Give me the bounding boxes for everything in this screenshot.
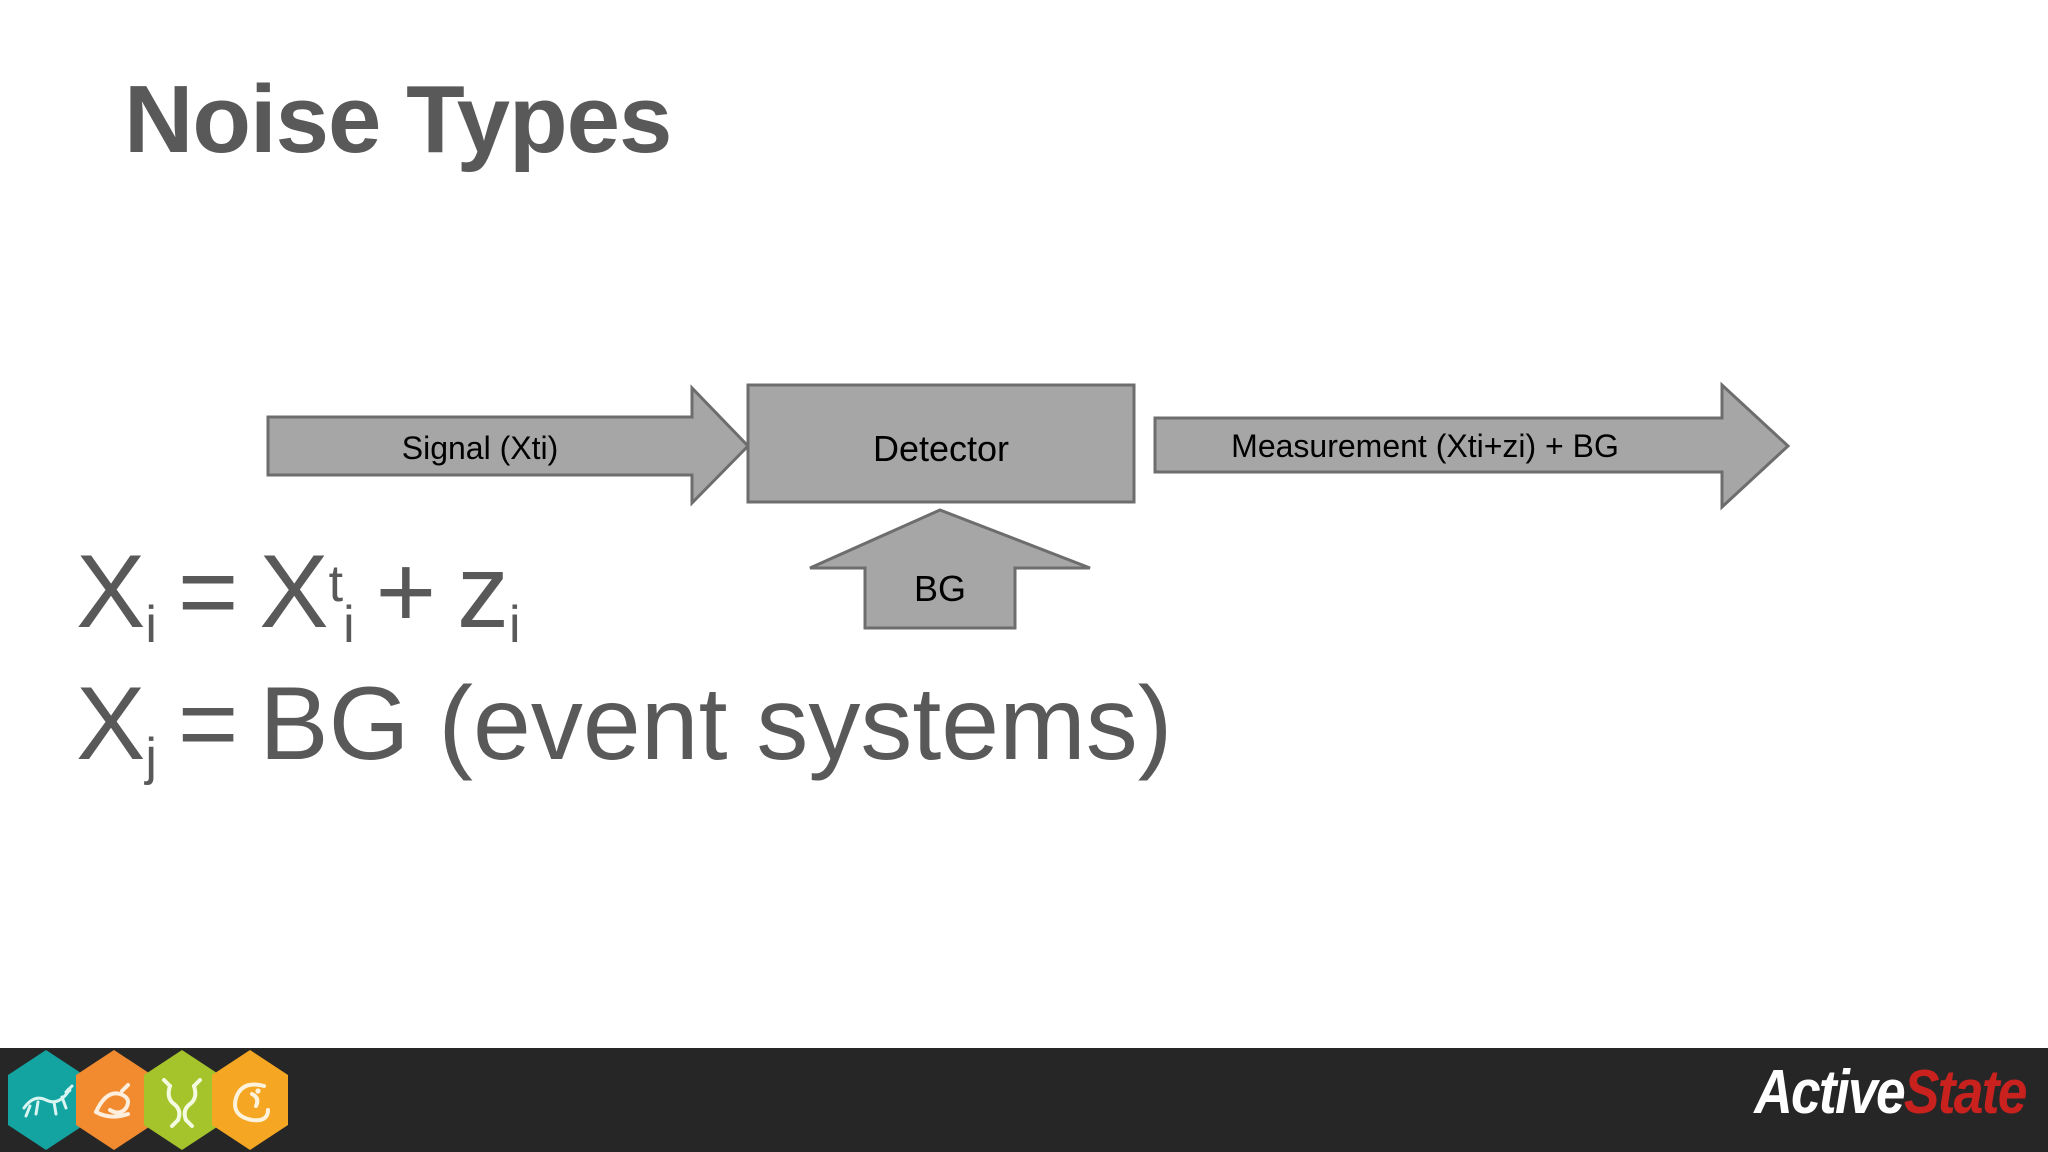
eq1-term-base: z [456,534,509,650]
measurement-arrow-label: Measurement (Xti+zi) + BG [1231,428,1619,464]
python-hex-icon [212,1050,288,1150]
eq1-plus: + [375,534,437,650]
eq1-equals: = [177,534,239,650]
logo-text-state: State [1904,1058,2027,1127]
tcl-hex-icon [144,1050,220,1150]
signal-arrow-label: Signal (Xti) [401,430,559,466]
eq2-equals: = [177,666,239,782]
perl-hex-icon [76,1050,152,1150]
eq2-rhs: BG (event systems) [259,666,1173,782]
equation-line-1: Xi=Xti+zi [76,540,521,651]
hexagon-logo-group [8,1050,288,1150]
eq1-rhs-base: X [259,534,329,650]
eq1-lhs-sub: i [145,595,157,654]
eq2-lhs-sub: j [145,727,157,786]
eq1-lhs-base: X [76,534,146,650]
eq1-rhs-sup: t [328,555,344,613]
komodo-hex-icon [8,1050,84,1150]
logo-text-active: Active [1754,1058,1905,1127]
footer-bar [0,1048,2048,1152]
page-title: Noise Types [124,66,672,173]
eq1-term-sub: i [508,595,521,654]
bg-arrow-label: BG [913,568,966,609]
equation-line-2: Xj=BG (event systems) [76,672,1172,783]
detector-box-label: Detector [872,428,1010,469]
activestate-logo: ActiveState [1754,1062,2027,1124]
eq1-rhs-sub: i [343,595,355,654]
eq2-lhs-base: X [76,666,146,782]
